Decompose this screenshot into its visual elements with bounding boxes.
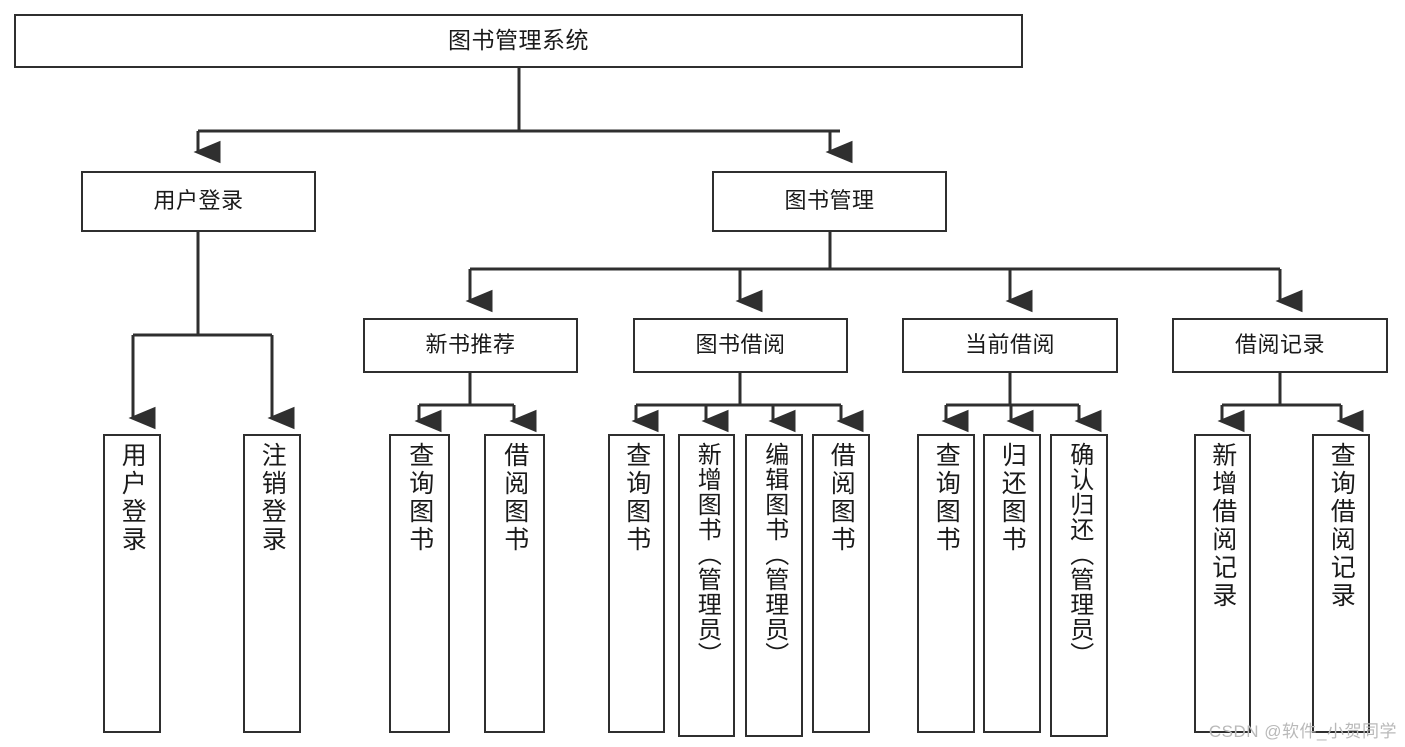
node-label: 图书借阅 (695, 332, 786, 358)
node-leaf-borrow-book-recommend[interactable]: 借阅图书 (484, 434, 545, 733)
node-label: 查询图书 (932, 442, 961, 554)
node-label: 查询图书 (622, 442, 651, 554)
node-label: 查询借阅记录 (1327, 442, 1356, 610)
node-label: 编辑图书（管理员） (760, 442, 788, 667)
node-borrow-record[interactable]: 借阅记录 (1172, 318, 1388, 373)
node-label: 确认归还（管理员） (1065, 442, 1093, 667)
node-current-borrow[interactable]: 当前借阅 (902, 318, 1118, 373)
node-leaf-logout[interactable]: 注销登录 (243, 434, 301, 733)
node-label: 注销登录 (258, 442, 287, 554)
node-label: 当前借阅 (964, 332, 1055, 358)
node-label: 归还图书 (998, 442, 1027, 554)
node-label: 新增图书（管理员） (693, 442, 721, 667)
node-label: 借阅图书 (827, 442, 856, 554)
node-leaf-query-book-current[interactable]: 查询图书 (917, 434, 975, 733)
node-leaf-borrow-book[interactable]: 借阅图书 (812, 434, 870, 733)
node-label: 图书管理系统 (448, 27, 589, 54)
node-leaf-confirm-return-admin[interactable]: 确认归还（管理员） (1050, 434, 1108, 737)
node-leaf-return-book[interactable]: 归还图书 (983, 434, 1041, 733)
node-label: 用户登录 (153, 188, 244, 214)
node-user-login[interactable]: 用户登录 (81, 171, 316, 232)
node-label: 查询图书 (405, 442, 434, 554)
node-leaf-user-login[interactable]: 用户登录 (103, 434, 161, 733)
node-leaf-add-borrow-record[interactable]: 新增借阅记录 (1194, 434, 1251, 733)
node-leaf-query-book-borrow[interactable]: 查询图书 (608, 434, 665, 733)
node-book-manage[interactable]: 图书管理 (712, 171, 947, 232)
node-leaf-edit-book-admin[interactable]: 编辑图书（管理员） (745, 434, 803, 737)
node-root-system[interactable]: 图书管理系统 (14, 14, 1023, 68)
node-leaf-query-book-recommend[interactable]: 查询图书 (389, 434, 450, 733)
node-label: 新增借阅记录 (1208, 442, 1237, 610)
node-label: 图书管理 (784, 188, 875, 214)
node-leaf-query-borrow-record[interactable]: 查询借阅记录 (1312, 434, 1370, 733)
node-label: 用户登录 (118, 442, 147, 554)
node-label: 借阅图书 (500, 442, 529, 554)
node-label: 借阅记录 (1234, 332, 1325, 358)
node-book-borrow[interactable]: 图书借阅 (633, 318, 848, 373)
node-label: 新书推荐 (425, 332, 516, 358)
csdn-watermark: CSDN @软件_小贺同学 (1208, 722, 1397, 741)
node-new-book-recommend[interactable]: 新书推荐 (363, 318, 578, 373)
node-leaf-add-book-admin[interactable]: 新增图书（管理员） (678, 434, 735, 737)
